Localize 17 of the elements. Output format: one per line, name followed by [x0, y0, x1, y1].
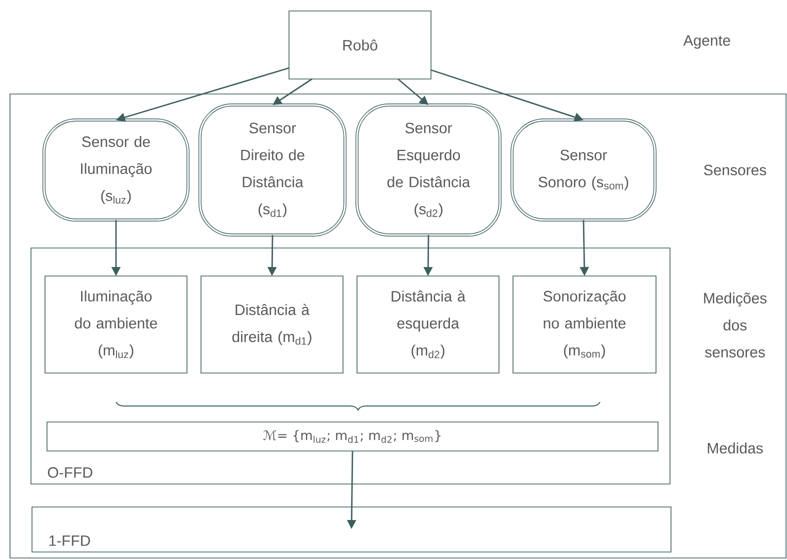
- sensor-box: Sensor de Iluminação (s$_{luz}$): [42, 118, 190, 222]
- process-box: Sonorização no ambiente (m$_{som}$): [512, 276, 656, 374]
- row-label: Sensores: [704, 164, 766, 176]
- sensor-box: Sensor Sonoro (s$_{som}$): [510, 118, 656, 222]
- row-label: Medidas: [708, 442, 763, 454]
- sensor-box: Sensor Direito de Distância (s$_{d1}$): [198, 104, 346, 236]
- row-label: Medições dos sensores: [704, 292, 767, 358]
- sensor-box: Sensor Esquerdo de Distância (s$_{d2}$): [356, 104, 502, 236]
- process-box: Distância à direita (m$_{d1}$): [200, 276, 344, 374]
- row-label: Agente: [683, 35, 730, 49]
- frame-box: [10, 94, 786, 558]
- process-box: Robô: [288, 10, 432, 80]
- set-box: ℳ= {m$_{luz}$; m$_{d1}$; m$_{d2}$; m$_{som}$}: [46, 422, 658, 452]
- process-box: Distância à esquerda (m$_{d2}$): [356, 276, 500, 374]
- process-box: Iluminação do ambiente (m$_{luz}$): [44, 276, 188, 374]
- arrow: [398, 78, 428, 105]
- group-box: 1-FFD: [32, 506, 672, 552]
